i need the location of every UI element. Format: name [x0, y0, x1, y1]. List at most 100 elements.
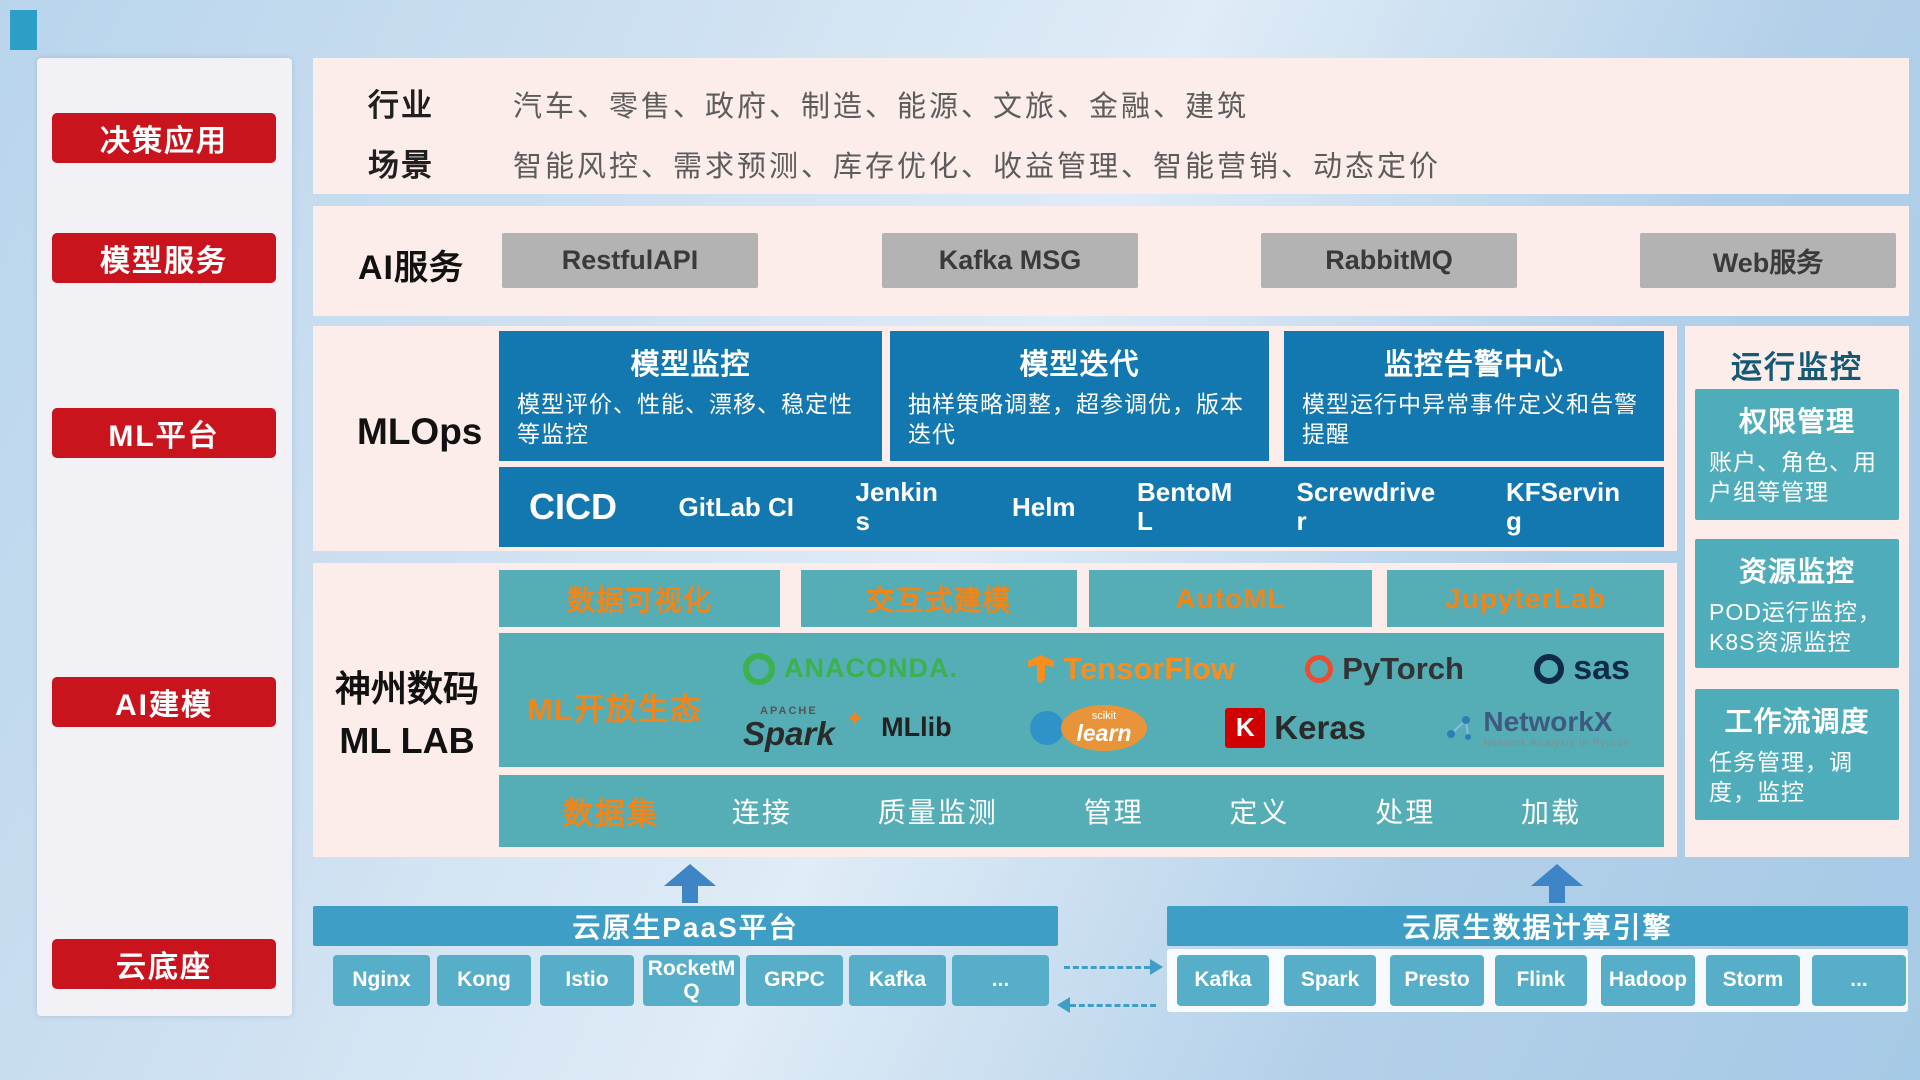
alert-center-card: 监控告警中心 模型运行中异常事件定义和告警提醒: [1284, 331, 1664, 461]
networkx-icon: [1447, 715, 1472, 740]
istio-node: Istio: [540, 955, 634, 1006]
kafka-engine-node: Kafka: [1177, 955, 1269, 1006]
scikit-learn-icon: [1029, 710, 1064, 745]
restfulapi-button: RestfulAPI: [502, 233, 758, 288]
more-engine-node: ...: [1812, 955, 1906, 1006]
scikit-learn-logo: scikit learn: [1029, 704, 1147, 751]
anaconda-icon: [743, 652, 775, 685]
card-title: 模型迭代: [1019, 349, 1140, 381]
dataset-bar: 数据集 连接 质量监测 管理 定义 处理 加载: [499, 775, 1664, 847]
sidebar-item-decision-app: 决策应用: [52, 113, 276, 163]
cicd-item-gitlab-ci: GitLab CI: [678, 491, 795, 522]
dataset-item-connect: 连接: [731, 797, 792, 828]
storm-engine-node: Storm: [1706, 955, 1800, 1006]
runtime-monitor-title: 运行监控: [1731, 350, 1863, 385]
tensorflow-logo: TensorFlow: [1028, 651, 1235, 687]
hadoop-engine-node: Hadoop: [1601, 955, 1695, 1006]
up-arrow-icon: [664, 864, 716, 903]
model-iteration-card: 模型迭代 抽样策略调整，超参调优，版本迭代: [890, 331, 1269, 461]
data-visualization-button: 数据可视化: [499, 570, 780, 627]
permission-management-card: 权限管理 账户、角色、用户组等管理: [1695, 389, 1899, 520]
card-desc: 账户、角色、用户组等管理: [1709, 449, 1877, 506]
dataset-items: 连接 质量监测 管理 定义 处理 加载: [659, 791, 1664, 831]
cicd-item-kfserving: KFServing: [1505, 477, 1621, 536]
dataset-item-load: 加载: [1521, 797, 1582, 828]
sidebar-item-ai-modeling: AI建模: [52, 677, 276, 727]
eco-logo-row-1: ANACONDA. TensorFlow PyTorch sas: [717, 649, 1656, 688]
ai-service-label: AI服务: [358, 249, 464, 287]
resource-monitor-card: 资源监控 POD运行监控，K8S资源监控: [1695, 539, 1899, 668]
kafka-msg-button: Kafka MSG: [882, 233, 1138, 288]
kafka-node: Kafka: [849, 955, 946, 1006]
scenario-label: 场景: [368, 148, 434, 183]
up-arrow-icon: [1531, 864, 1583, 903]
dataset-item-manage: 管理: [1083, 797, 1144, 828]
kong-node: Kong: [437, 955, 531, 1006]
interactive-modeling-button: 交互式建模: [801, 570, 1077, 627]
rabbitmq-button: RabbitMQ: [1261, 233, 1517, 288]
grpc-node: GRPC: [746, 955, 843, 1006]
pytorch-icon: [1305, 654, 1334, 683]
card-desc: 模型运行中异常事件定义和告警提醒: [1302, 391, 1638, 447]
apache-label: APACHE: [760, 704, 818, 717]
ml-open-ecosystem-box: ML开放生态 ANACONDA. TensorFlow PyTorch: [499, 633, 1664, 767]
sas-logo: sas: [1534, 649, 1630, 688]
dataset-item-quality: 质量监测: [877, 797, 998, 828]
rocketmq-node: RocketMQ: [643, 955, 740, 1006]
jupyterlab-button: JupyterLab: [1387, 570, 1664, 627]
dataset-item-process: 处理: [1375, 797, 1436, 828]
dataset-item-define: 定义: [1229, 797, 1290, 828]
ai-service-band: AI服务 RestfulAPI Kafka MSG RabbitMQ Web服务: [313, 206, 1909, 316]
mllab-label: 神州数码 ML LAB: [319, 663, 495, 767]
card-title: 工作流调度: [1724, 706, 1870, 737]
corner-accent: [10, 10, 37, 50]
mllab-band: 神州数码 ML LAB 数据可视化 交互式建模 AutoML JupyterLa…: [313, 563, 1677, 857]
card-desc: 抽样策略调整，超参调优，版本迭代: [908, 391, 1244, 447]
anaconda-logo: ANACONDA.: [743, 652, 958, 685]
model-monitoring-card: 模型监控 模型评价、性能、漂移、稳定性等监控: [499, 331, 882, 461]
card-title: 监控告警中心: [1383, 349, 1564, 381]
sas-icon: [1534, 653, 1565, 684]
mllab-label-line2: ML LAB: [339, 720, 475, 762]
sidebar: [37, 58, 292, 1016]
mlops-label: MLOps: [357, 411, 483, 452]
data-engine-bar: 云原生数据计算引擎: [1167, 906, 1908, 946]
tensorflow-icon: [1028, 654, 1055, 683]
flink-engine-node: Flink: [1495, 955, 1587, 1006]
cicd-item-screwdriver: Screwdriver: [1296, 477, 1436, 536]
cicd-item-jenkins: Jenkins: [855, 477, 938, 536]
runtime-monitor-column: 运行监控 权限管理 账户、角色、用户组等管理 资源监控 POD运行监控，K8S资…: [1685, 326, 1909, 857]
card-title: 资源监控: [1738, 556, 1855, 587]
spark-engine-node: Spark: [1284, 955, 1376, 1006]
pytorch-logo: PyTorch: [1305, 651, 1464, 687]
industry-band: 行业 汽车、零售、政府、制造、能源、文旅、金融、建筑 场景 智能风控、需求预测、…: [313, 58, 1909, 194]
workflow-scheduler-card: 工作流调度 任务管理，调度，监控: [1695, 689, 1899, 820]
nginx-node: Nginx: [333, 955, 430, 1006]
eco-label: ML开放生态: [527, 692, 702, 727]
cicd-label: CICD: [529, 486, 617, 527]
scenario-list: 智能风控、需求预测、库存优化、收益管理、智能营销、动态定价: [513, 151, 1442, 183]
card-title: 模型监控: [630, 349, 751, 381]
sidebar-item-cloud-base: 云底座: [52, 939, 276, 989]
paas-platform-bar: 云原生PaaS平台: [313, 906, 1058, 946]
more-node: ...: [952, 955, 1049, 1006]
spark-mllib-logo: APACHE Spark ✦ MLlib: [743, 704, 952, 752]
cicd-item-helm: Helm: [1011, 491, 1076, 522]
keras-icon: K: [1225, 707, 1266, 748]
card-title: 权限管理: [1738, 406, 1855, 437]
eco-logo-row-2: APACHE Spark ✦ MLlib scikit learn: [717, 704, 1656, 752]
industry-label: 行业: [368, 88, 434, 123]
networkx-logo: NetworkX Network Analysis in Python: [1444, 706, 1630, 749]
card-desc: 任务管理，调度，监控: [1709, 749, 1853, 806]
dataset-label: 数据集: [563, 798, 659, 831]
keras-logo: K Keras: [1225, 707, 1366, 748]
web-service-button: Web服务: [1640, 233, 1896, 288]
mlops-band: MLOps 模型监控 模型评价、性能、漂移、稳定性等监控 模型迭代 抽样策略调整…: [313, 326, 1677, 551]
cicd-bar: CICD GitLab CI Jenkins Helm BentoML Scre…: [499, 467, 1664, 547]
sidebar-item-model-service: 模型服务: [52, 233, 276, 283]
mllab-label-line1: 神州数码: [334, 668, 479, 709]
card-desc: 模型评价、性能、漂移、稳定性等监控: [517, 391, 853, 447]
card-desc: POD运行监控，K8S资源监控: [1709, 599, 1882, 656]
presto-engine-node: Presto: [1390, 955, 1484, 1006]
